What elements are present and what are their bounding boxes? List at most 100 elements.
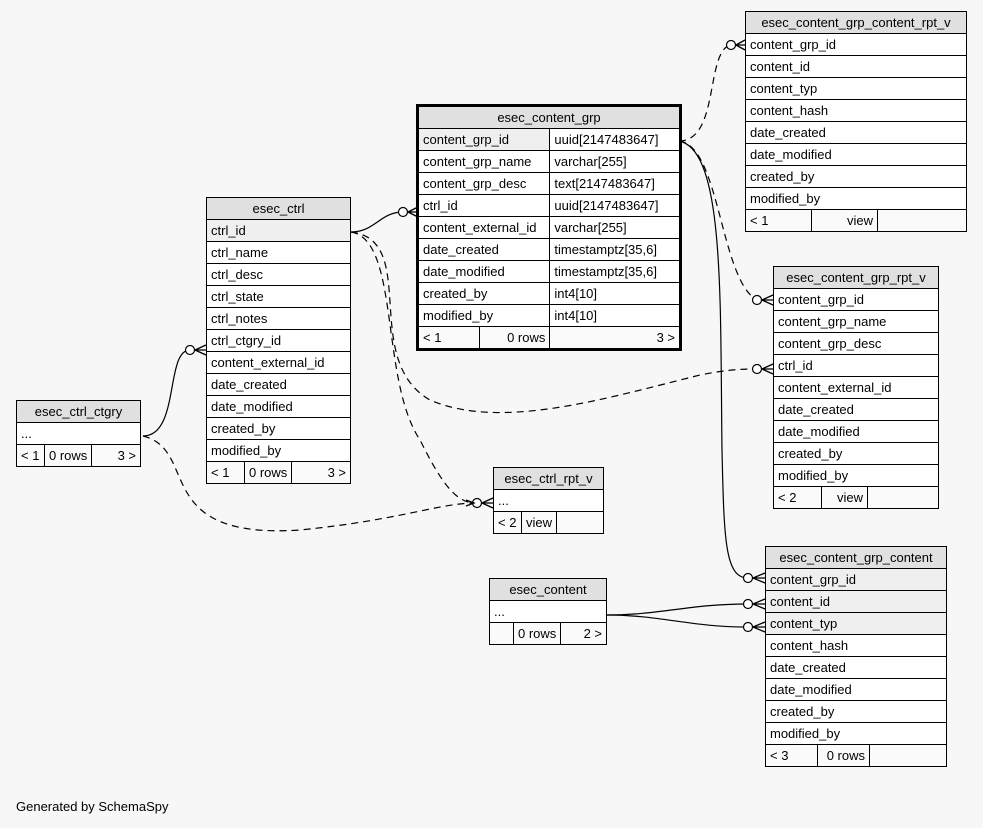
column-name[interactable]: ctrl_desc [206,263,351,286]
column-name[interactable]: modified_by [745,187,967,210]
row-count: 0 rows [817,744,870,767]
column-name[interactable]: ctrl_notes [206,307,351,330]
column-name[interactable]: content_grp_name [773,310,939,333]
column-ellipsis[interactable]: ... [16,422,141,445]
children-count[interactable]: 2 > [560,622,607,645]
column-name[interactable]: created_by [745,165,967,188]
column-name[interactable]: date_modified [745,143,967,166]
column-name[interactable]: content_typ [745,77,967,100]
column-name[interactable]: content_external_id [773,376,939,399]
column-name[interactable]: ctrl_name [206,241,351,264]
column-name[interactable]: content_grp_id [773,288,939,311]
crowsfoot-icon [465,499,476,507]
parents-count[interactable]: < 1 [745,209,812,232]
column-name[interactable]: created_by [765,700,947,723]
table-row: modified_by [745,187,967,210]
column-name[interactable]: modified_by [416,304,551,327]
column-name[interactable]: content_hash [745,99,967,122]
table-row: ctrl_state [206,285,351,308]
column-name[interactable]: created_by [206,417,351,440]
column-name[interactable]: ctrl_state [206,285,351,308]
table-esec-content-grp-content-rpt-v[interactable]: esec_content_grp_content_rpt_v content_g… [745,11,967,232]
children-count[interactable]: 3 > [91,444,141,467]
column-name[interactable]: content_grp_desc [773,332,939,355]
column-name[interactable]: modified_by [765,722,947,745]
table-esec-ctrl[interactable]: esec_ctrl ctrl_id ctrl_name ctrl_desc ct… [206,197,351,484]
parents-count[interactable]: < 1 [206,461,245,484]
column-name[interactable]: modified_by [773,464,939,487]
edge-content-grp-to-content-rpt-v [678,44,732,142]
table-row: ctrl_desc [206,263,351,286]
table-esec-content-grp-content[interactable]: esec_content_grp_content content_grp_id … [765,546,947,767]
table-title[interactable]: esec_content_grp_rpt_v [773,266,939,289]
column-ellipsis[interactable]: ... [493,489,604,512]
column-type: timestamptz[35,6] [549,238,681,261]
column-name[interactable]: date_created [773,398,939,421]
column-name[interactable]: date_modified [206,395,351,418]
column-name[interactable]: content_typ [765,612,947,635]
column-name[interactable]: date_modified [773,420,939,443]
column-name[interactable]: created_by [416,282,551,305]
column-name[interactable]: content_grp_desc [416,172,551,195]
column-name[interactable]: modified_by [206,439,351,462]
column-name[interactable]: ctrl_id [206,219,351,242]
column-name[interactable]: date_created [765,656,947,679]
table-row: content_external_id [773,376,939,399]
table-title[interactable]: esec_content_grp_content_rpt_v [745,11,967,34]
table-row: content_id [745,55,967,78]
table-title[interactable]: esec_content_grp [417,105,681,129]
table-title[interactable]: esec_ctrl [206,197,351,220]
table-title[interactable]: esec_ctrl_ctgry [16,400,141,423]
table-esec-content-grp-rpt-v[interactable]: esec_content_grp_rpt_v content_grp_id co… [773,266,939,509]
crowsfoot-circle [184,344,196,356]
table-row: content_typ [745,77,967,100]
children-count [867,486,939,509]
column-name[interactable]: date_created [206,373,351,396]
column-name[interactable]: content_id [745,55,967,78]
parents-count[interactable]: < 2 [773,486,822,509]
column-name[interactable]: ctrl_id [416,194,551,217]
column-name[interactable]: ctrl_id [773,354,939,377]
parents-count[interactable]: < 1 [16,444,45,467]
column-name[interactable]: date_modified [765,678,947,701]
column-type: varchar[255] [549,216,681,239]
column-ellipsis[interactable]: ... [489,600,607,623]
children-count[interactable]: 3 > [549,326,681,350]
column-name[interactable]: content_external_id [416,216,551,239]
column-name[interactable]: ctrl_ctgry_id [206,329,351,352]
column-name[interactable]: content_grp_id [765,568,947,591]
children-count[interactable]: 3 > [291,461,351,484]
column-name[interactable]: content_id [765,590,947,613]
column-name[interactable]: content_grp_id [416,128,551,151]
row-count: view [520,511,558,534]
column-name[interactable]: date_created [745,121,967,144]
crowsfoot-circle [742,598,754,610]
column-name[interactable]: content_external_id [206,351,351,374]
table-row: ctrl_id [773,354,939,377]
table-row: ... [16,422,141,445]
crowsfoot-circle [751,363,763,375]
column-name[interactable]: content_grp_name [416,150,551,173]
table-row: modified_by [206,439,351,462]
table-title[interactable]: esec_content [489,578,607,601]
column-name[interactable]: created_by [773,442,939,465]
parents-count[interactable]: < 1 [417,326,480,350]
table-title[interactable]: esec_content_grp_content [765,546,947,569]
column-type: text[2147483647] [549,172,681,195]
column-name[interactable]: content_hash [765,634,947,657]
column-name[interactable]: date_modified [416,260,551,283]
parents-count[interactable]: < 2 [493,511,522,534]
generated-by-label: Generated by SchemaSpy [16,799,169,814]
column-name[interactable]: content_grp_id [745,33,967,56]
table-row: content_grp_id [745,33,967,56]
parents-count[interactable]: < 3 [765,744,818,767]
edge-ctgry-to-ctrl [142,349,191,437]
table-title[interactable]: esec_ctrl_rpt_v [493,467,604,490]
column-name[interactable]: date_created [416,238,551,261]
